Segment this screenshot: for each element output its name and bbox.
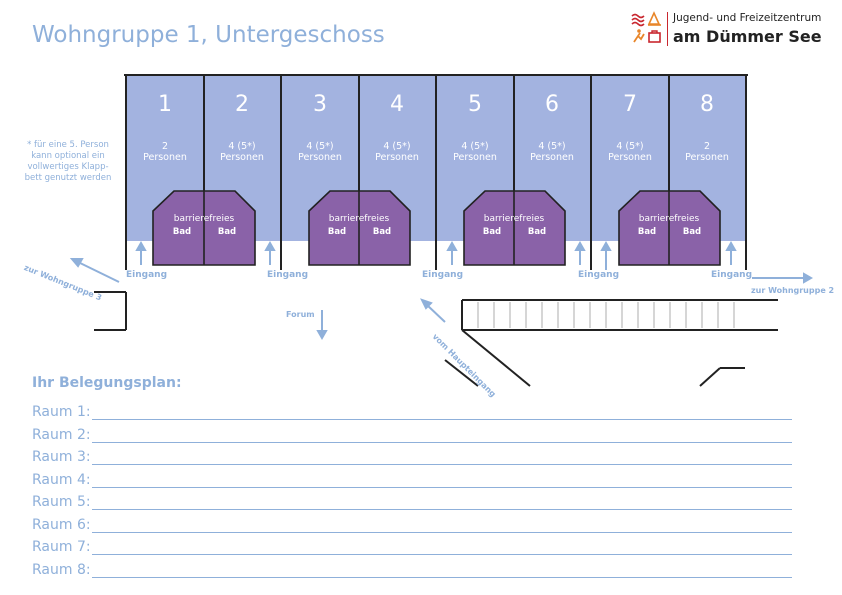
room-capacity-unit: Personen [608,152,652,163]
plan-row-line[interactable] [92,442,792,443]
room-capacity-unit: Personen [143,152,187,163]
entrance-label: Eingang [578,270,620,280]
plan-row-label: Raum 3: [32,449,91,465]
room-capacity: 4 (5*) [538,141,566,152]
room-capacity-unit: Personen [298,152,342,163]
plan-row-label: Raum 1: [32,404,91,420]
entrance-label: Eingang [267,270,309,280]
plan-row[interactable]: Raum 7: [32,539,792,559]
bath-word: Bad [217,227,237,237]
bath-word: Bad [682,227,702,237]
plan-row-label: Raum 2: [32,427,91,443]
plan-row[interactable]: Raum 1: [32,404,792,424]
room-number: 4 [390,92,404,117]
plan-row-label: Raum 5: [32,494,91,510]
entrance-label: Eingang [422,270,464,280]
room-number: 7 [623,92,637,117]
room-capacity-unit: Personen [685,152,729,163]
room-capacity-unit: Personen [220,152,264,163]
plan-row-line[interactable] [92,554,792,555]
plan-row[interactable]: Raum 4: [32,472,792,492]
logo-line2: am Dümmer See [673,27,822,46]
bath-word: Bad [482,227,502,237]
room-capacity: 4 (5*) [228,141,256,152]
plan-row[interactable]: Raum 5: [32,494,792,514]
bath-label: barrierefreies [483,214,545,224]
plan-row-label: Raum 8: [32,562,91,578]
room-number: 5 [468,92,482,117]
bath-word: Bad [527,227,547,237]
plan-row-label: Raum 6: [32,517,91,533]
page-title: Wohngruppe 1, Untergeschoss [32,22,385,48]
logo: Jugend- und Freizeitzentrum am Dümmer Se… [630,10,830,50]
logo-divider [667,12,668,46]
bath-label: barrierefreies [638,214,700,224]
footnote: * für eine 5. Person kann optional ein v… [24,140,112,183]
plan-row-line[interactable] [92,464,792,465]
plan-row-line[interactable] [92,487,792,488]
room-number: 1 [158,92,172,117]
plan-row-line[interactable] [92,419,792,420]
room-number: 2 [235,92,249,117]
plan-row-line[interactable] [92,577,792,578]
plan-row-label: Raum 4: [32,472,91,488]
room-capacity: 4 (5*) [461,141,489,152]
entrance-label: Eingang [126,270,168,280]
entrance-label: Eingang [711,270,753,280]
plan-row-line[interactable] [92,532,792,533]
plan-row[interactable]: Raum 3: [32,449,792,469]
room-number: 3 [313,92,327,117]
bath-word: Bad [637,227,657,237]
room-number: 6 [545,92,559,117]
direction-forum: Forum [286,310,315,319]
room-capacity: 2 [161,141,169,152]
plan-row[interactable]: Raum 8: [32,562,792,582]
room-capacity: 2 [703,141,711,152]
plan-row-label: Raum 7: [32,539,91,555]
room-capacity: 4 (5*) [616,141,644,152]
room-capacity-unit: Personen [530,152,574,163]
plan-row[interactable]: Raum 6: [32,517,792,537]
room-capacity-unit: Personen [375,152,419,163]
logo-icon [631,11,661,43]
plan-row[interactable]: Raum 2: [32,427,792,447]
room-capacity: 4 (5*) [306,141,334,152]
bath-word: Bad [372,227,392,237]
room-number: 8 [700,92,714,117]
bath-word: Bad [327,227,347,237]
room-capacity: 4 (5*) [383,141,411,152]
direction-wohngruppe-2: zur Wohngruppe 2 [751,286,835,295]
room-capacity-unit: Personen [453,152,497,163]
bath-label: barrierefreies [328,214,390,224]
plan-heading: Ihr Belegungsplan: [32,375,182,391]
bath-word: Bad [172,227,192,237]
plan-row-line[interactable] [92,509,792,510]
bath-label: barrierefreies [173,214,235,224]
logo-line1: Jugend- und Freizeitzentrum [673,12,822,24]
